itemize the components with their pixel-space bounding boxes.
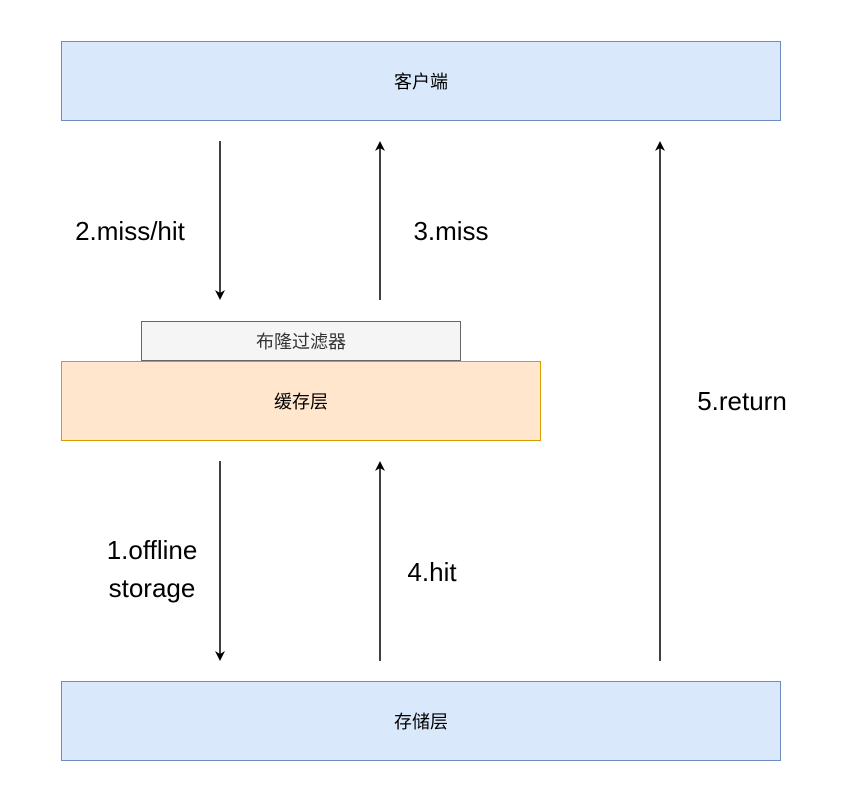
cache-layer-node: 缓存层 (61, 361, 541, 441)
storage-layer-node: 存储层 (61, 681, 781, 761)
label-offline-line1: 1.offline (106, 535, 198, 565)
client-node: 客户端 (61, 41, 781, 121)
bloom-filter-node: 布隆过滤器 (141, 321, 461, 361)
label-miss: 3.miss (413, 216, 489, 246)
bloom-filter-label: 布隆过滤器 (256, 332, 346, 353)
storage-layer-label: 存储层 (394, 712, 448, 733)
label-return: 5.return (697, 386, 787, 416)
label-miss-hit: 2.miss/hit (75, 216, 185, 246)
label-offline-line2: storage (108, 573, 196, 603)
label-offline-storage: 1.offline storage (82, 531, 222, 607)
cache-layer-label: 缓存层 (274, 392, 328, 413)
label-hit: 4.hit (407, 557, 457, 587)
client-label: 客户端 (394, 72, 448, 93)
